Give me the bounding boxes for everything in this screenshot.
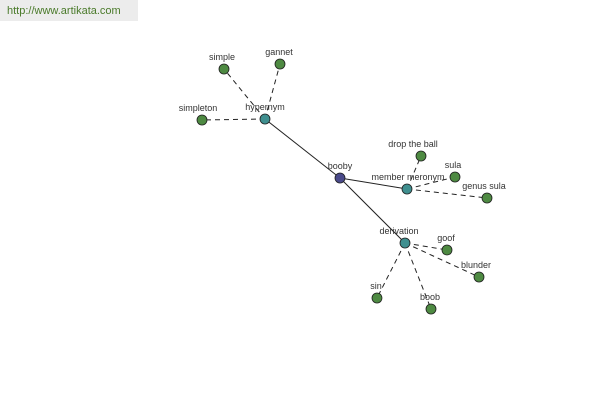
- edge-member-meronym-to-drop-the-ball: [406, 155, 422, 190]
- node-member-meronym[interactable]: member meronym: [371, 172, 445, 195]
- node-dot-sula[interactable]: [449, 171, 461, 183]
- node-dot-gannet[interactable]: [274, 58, 286, 70]
- edges-layer: [201, 63, 488, 310]
- edge-hypernym-to-simpleton: [201, 118, 266, 121]
- node-sula[interactable]: sula: [445, 160, 462, 183]
- node-label-hypernym: hypernym: [245, 102, 285, 112]
- node-label-simple: simple: [209, 52, 235, 62]
- node-dot-simple[interactable]: [218, 63, 230, 75]
- node-label-blunder: blunder: [461, 260, 491, 270]
- node-simple[interactable]: simple: [209, 52, 235, 75]
- edge-derivation-to-blunder: [404, 242, 480, 278]
- edge-derivation-to-goof: [404, 242, 448, 251]
- edge-hypernym-to-gannet: [264, 63, 281, 120]
- node-label-member-meronym: member meronym: [371, 172, 444, 182]
- node-label-goof: goof: [437, 233, 455, 243]
- node-dot-booby[interactable]: [334, 172, 346, 184]
- node-drop-the-ball[interactable]: drop the ball: [388, 139, 438, 162]
- edge-hypernym-to-simple: [223, 68, 266, 120]
- node-dot-drop-the-ball[interactable]: [415, 150, 427, 162]
- node-dot-blunder[interactable]: [473, 271, 485, 283]
- node-dot-boob[interactable]: [425, 303, 437, 315]
- node-genus-sula[interactable]: genus sula: [462, 181, 506, 204]
- node-dot-hypernym[interactable]: [259, 113, 271, 125]
- edge-booby-to-member-meronym: [339, 177, 408, 190]
- edge-derivation-to-boob: [404, 242, 432, 310]
- node-dot-genus-sula[interactable]: [481, 192, 493, 204]
- node-dot-goof[interactable]: [441, 244, 453, 256]
- node-label-derivation: derivation: [379, 226, 418, 236]
- node-label-simpleton: simpleton: [179, 103, 218, 113]
- node-simpleton[interactable]: simpleton: [179, 103, 218, 126]
- node-label-booby: booby: [328, 161, 353, 171]
- node-dot-member-meronym[interactable]: [401, 183, 413, 195]
- node-gannet[interactable]: gannet: [265, 47, 293, 70]
- node-label-genus-sula: genus sula: [462, 181, 506, 191]
- node-sin[interactable]: sin: [370, 281, 383, 304]
- edge-booby-to-derivation: [339, 177, 406, 244]
- node-goof[interactable]: goof: [437, 233, 455, 256]
- node-dot-sin[interactable]: [371, 292, 383, 304]
- node-label-gannet: gannet: [265, 47, 293, 57]
- node-label-sula: sula: [445, 160, 462, 170]
- node-hypernym[interactable]: hypernym: [245, 102, 285, 125]
- node-boob[interactable]: boob: [420, 292, 440, 315]
- node-label-drop-the-ball: drop the ball: [388, 139, 438, 149]
- edge-derivation-to-sin: [376, 242, 406, 299]
- node-label-sin: sin: [370, 281, 382, 291]
- node-booby[interactable]: booby: [328, 161, 353, 184]
- edge-booby-to-hypernym: [264, 118, 341, 179]
- node-dot-derivation[interactable]: [399, 237, 411, 249]
- node-blunder[interactable]: blunder: [461, 260, 491, 283]
- node-label-boob: boob: [420, 292, 440, 302]
- node-dot-simpleton[interactable]: [196, 114, 208, 126]
- url-banner: http://www.artikata.com: [0, 0, 138, 21]
- url-link[interactable]: http://www.artikata.com: [7, 5, 121, 17]
- node-derivation[interactable]: derivation: [379, 226, 419, 249]
- edge-member-meronym-to-genus-sula: [406, 188, 488, 199]
- nodes-layer: booby hypernym member meronym derivation sim…: [179, 47, 506, 315]
